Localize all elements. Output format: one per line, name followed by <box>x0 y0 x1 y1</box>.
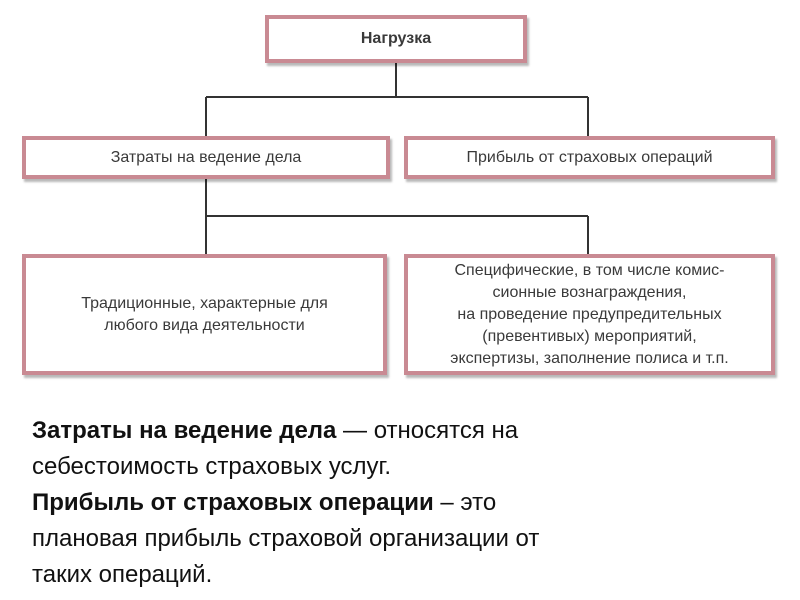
node-traditional-costs: Традиционные, характерные для любого вид… <box>22 254 387 375</box>
node-insurance-profit-label: Прибыль от страховых операций <box>466 148 713 166</box>
definition-profit-text-b: плановая прибыль страховой организации о… <box>32 525 540 552</box>
definitions-text: Затраты на ведение дела — относятся на с… <box>32 413 752 593</box>
node-traditional-line: любого вида деятельности <box>104 316 305 334</box>
definition-profit-text-c: таких операций. <box>32 561 213 588</box>
node-business-costs-label: Затраты на ведение дела <box>110 148 302 166</box>
node-insurance-profit: Прибыль от страховых операций <box>404 136 775 179</box>
definition-profit-text-a: – это <box>433 489 497 516</box>
definition-profit: Прибыль от страховых операции – это план… <box>32 485 752 593</box>
node-traditional-line: Традиционные, характерные для <box>81 294 328 312</box>
definition-profit-term: Прибыль от страховых операции <box>32 489 434 516</box>
definition-costs-text-a: — относятся на <box>336 417 519 444</box>
definition-costs-term: Затраты на ведение дела <box>32 417 337 444</box>
node-specific-line: на проведение предупредительных <box>457 305 722 323</box>
node-specific-line: сионные вознаграждения, <box>492 283 687 301</box>
node-load-label: Нагрузка <box>360 30 432 47</box>
node-specific-costs-text: Специфические, в том числе комис- сионны… <box>450 260 728 370</box>
node-specific-costs: Специфические, в том числе комис- сионны… <box>404 254 775 375</box>
definition-costs: Затраты на ведение дела — относятся на с… <box>32 413 752 485</box>
definition-costs-text-b: себестоимость страховых услуг. <box>32 453 392 480</box>
node-specific-line: (превентивых) мероприятий, <box>482 327 697 345</box>
node-specific-line: экспертизы, заполнение полиса и т.п. <box>450 349 729 367</box>
node-business-costs: Затраты на ведение дела <box>22 136 390 179</box>
node-specific-line: Специфические, в том числе комис- <box>454 261 725 279</box>
node-load: Нагрузка <box>265 15 527 63</box>
node-traditional-costs-text: Традиционные, характерные для любого вид… <box>81 293 328 337</box>
